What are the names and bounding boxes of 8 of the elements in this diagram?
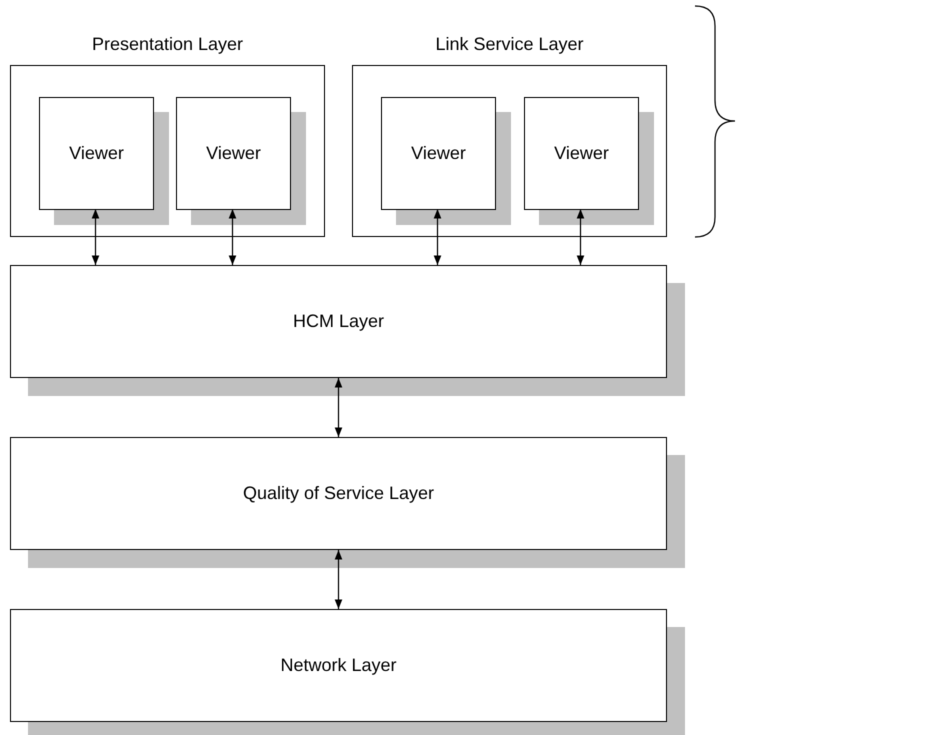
double-arrow <box>92 209 100 265</box>
layer-heading: Link Service Layer <box>434 33 585 56</box>
double-arrow <box>334 550 342 609</box>
double-arrow <box>576 209 584 265</box>
double-arrow <box>334 378 342 437</box>
double-arrow <box>434 209 442 265</box>
layer-heading: Presentation Layer <box>90 33 244 56</box>
double-arrow <box>228 209 236 265</box>
